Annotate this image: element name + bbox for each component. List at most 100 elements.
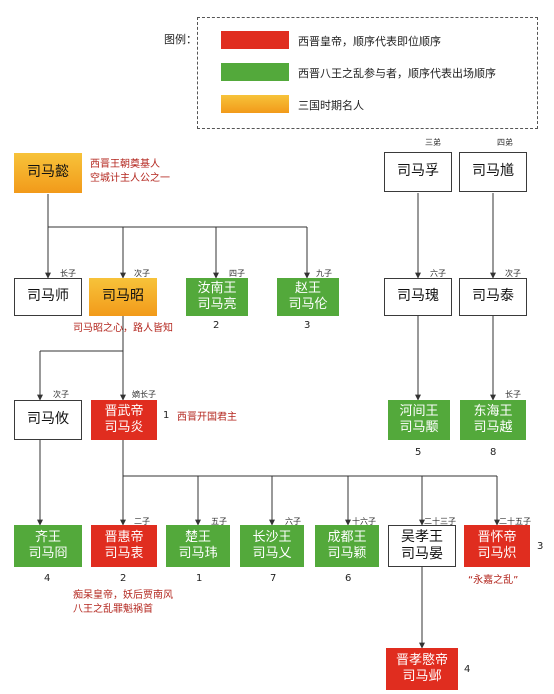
node-donghai-wang: 东海王 司马越 (460, 400, 526, 440)
note-sima-yi-line2: 空城计主人公之一 (90, 172, 170, 184)
node-changsha-wang: 长沙王 司马乂 (240, 525, 304, 567)
node-sima-you: 司马攸 (14, 400, 82, 440)
order-chengdu: 6 (345, 573, 352, 584)
node-hejian-name: 司马颙 (399, 420, 439, 435)
note-huidi-line1: 痴呆皇帝，妖后贾南风 (73, 590, 173, 601)
node-sima-fu-label: 司马孚 (397, 163, 439, 180)
node-chu-wang-name: 司马玮 (178, 546, 218, 561)
rel-sima-zhao: 次子 (134, 269, 150, 278)
node-wuxiao-name: 司马晏 (401, 546, 443, 562)
node-sima-tai-label: 司马泰 (472, 288, 514, 305)
node-sima-kui: 司马馗 (459, 152, 527, 192)
note-huaidi: “永嘉之乱” (468, 575, 519, 586)
order-qi: 4 (44, 573, 51, 584)
rel-huaidi: 二十五子 (499, 517, 531, 526)
node-jin-huidi-title: 晋惠帝 (104, 529, 144, 545)
node-wuxiao-wang: 吴孝王 司马晏 (388, 525, 456, 567)
node-runan-name: 司马亮 (197, 297, 237, 312)
node-donghai-title: 东海王 (473, 403, 513, 419)
order-hejian: 5 (415, 447, 422, 458)
rel-zhao-wang: 九子 (316, 269, 332, 278)
order-wudi: 1 (163, 410, 170, 421)
node-wuxiao-title: 吴孝王 (401, 528, 443, 545)
rel-sima-fu: 三弟 (425, 138, 441, 147)
node-sima-shi-label: 司马师 (27, 288, 69, 305)
node-sima-shi: 司马师 (14, 278, 82, 316)
node-zhao-wang-name: 司马伦 (288, 297, 328, 312)
rel-chengdu: 十六子 (352, 517, 376, 526)
node-chu-wang: 楚王 司马玮 (166, 525, 230, 567)
node-zhao-wang: 赵王 司马伦 (277, 278, 339, 316)
node-sima-tai: 司马泰 (459, 278, 527, 316)
node-chu-wang-title: 楚王 (184, 529, 211, 545)
order-huidi: 2 (120, 573, 127, 584)
node-jin-huaidi-name: 司马炽 (477, 546, 517, 561)
rel-sima-shi: 长子 (60, 269, 76, 278)
node-jin-mindi: 晋孝愍帝 司马邺 (386, 648, 458, 690)
node-chengdu-title: 成都王 (327, 529, 367, 545)
node-qi-wang-title: 齐王 (34, 529, 61, 545)
node-sima-yi-label: 司马懿 (27, 164, 69, 181)
note-sima-yi-line1: 西晋王朝奠基人 (90, 159, 160, 170)
order-runan: 2 (213, 320, 220, 331)
node-jin-wudi: 晋武帝 司马炎 (91, 400, 157, 440)
node-jin-huaidi-title: 晋怀帝 (477, 529, 517, 545)
rel-sima-you: 次子 (53, 390, 69, 399)
node-zhao-wang-title: 赵王 (294, 280, 321, 296)
legend-swatch-emperor (221, 31, 289, 49)
note-wudi: 西晋开国君主 (177, 412, 237, 423)
node-chengdu-name: 司马颖 (327, 546, 367, 561)
legend-label-three-kingdoms: 三国时期名人 (298, 99, 364, 112)
node-runan-wang: 汝南王 司马亮 (186, 278, 248, 316)
note-huidi-line2: 八王之乱罪魁祸首 (73, 603, 153, 615)
node-sima-zhao: 司马昭 (89, 278, 157, 316)
note-sima-yi: 西晋王朝奠基人 空城计主人公之一 (90, 158, 170, 185)
legend-label-emperor: 西晋皇帝，顺序代表即位顺序 (298, 35, 441, 48)
order-chu: 1 (196, 573, 203, 584)
node-jin-huidi-name: 司马衷 (104, 546, 144, 561)
legend: 图例： (164, 17, 538, 129)
order-changsha: 7 (270, 573, 277, 584)
node-sima-kui-label: 司马馗 (472, 163, 514, 180)
order-zhao-wang: 3 (304, 320, 311, 331)
rel-sima-kui: 四弟 (497, 138, 513, 147)
node-jin-mindi-title: 晋孝愍帝 (395, 652, 448, 668)
rel-wudi: 嫡长子 (132, 390, 156, 399)
node-sima-fu: 司马孚 (384, 152, 452, 192)
node-qi-wang-name: 司马冏 (28, 546, 68, 561)
note-sima-zhao: 司马昭之心，路人皆知 (73, 323, 173, 334)
order-huaidi: 3 (537, 541, 544, 552)
rel-donghai: 长子 (505, 390, 521, 399)
node-donghai-name: 司马越 (473, 420, 513, 435)
legend-title: 图例： (164, 33, 197, 46)
node-hejian-wang: 河间王 司马颙 (388, 400, 450, 440)
order-donghai: 8 (490, 447, 497, 458)
node-chengdu-wang: 成都王 司马颖 (315, 525, 379, 567)
order-mindi: 4 (464, 664, 471, 675)
node-qi-wang: 齐王 司马冏 (14, 525, 82, 567)
node-jin-wudi-title: 晋武帝 (104, 403, 144, 419)
rel-changsha: 六子 (285, 517, 301, 526)
rel-sima-tai: 次子 (505, 269, 521, 278)
node-sima-zhao-label: 司马昭 (102, 288, 144, 305)
node-jin-huaidi: 晋怀帝 司马炽 (464, 525, 530, 567)
rel-wuxiao: 二十三子 (424, 517, 456, 526)
node-sima-yi: 司马懿 (14, 153, 82, 193)
node-jin-mindi-name: 司马邺 (402, 669, 442, 684)
node-runan-title: 汝南王 (197, 280, 237, 296)
rel-chu: 五子 (211, 517, 227, 526)
rel-sima-gui: 六子 (430, 269, 446, 278)
node-sima-you-label: 司马攸 (27, 411, 69, 428)
node-jin-wudi-name: 司马炎 (104, 420, 144, 435)
node-hejian-title: 河间王 (399, 403, 439, 419)
legend-swatch-eight-princes (221, 63, 289, 81)
legend-swatch-three-kingdoms (221, 95, 289, 113)
legend-label-eight-princes: 西晋八王之乱参与者，顺序代表出场顺序 (298, 67, 496, 80)
rel-runan: 四子 (229, 269, 245, 278)
node-sima-gui-label: 司马瑰 (397, 288, 439, 305)
node-jin-huidi: 晋惠帝 司马衷 (91, 525, 157, 567)
note-huidi: 痴呆皇帝，妖后贾南风 八王之乱罪魁祸首 (73, 589, 173, 616)
node-changsha-name: 司马乂 (252, 546, 292, 561)
